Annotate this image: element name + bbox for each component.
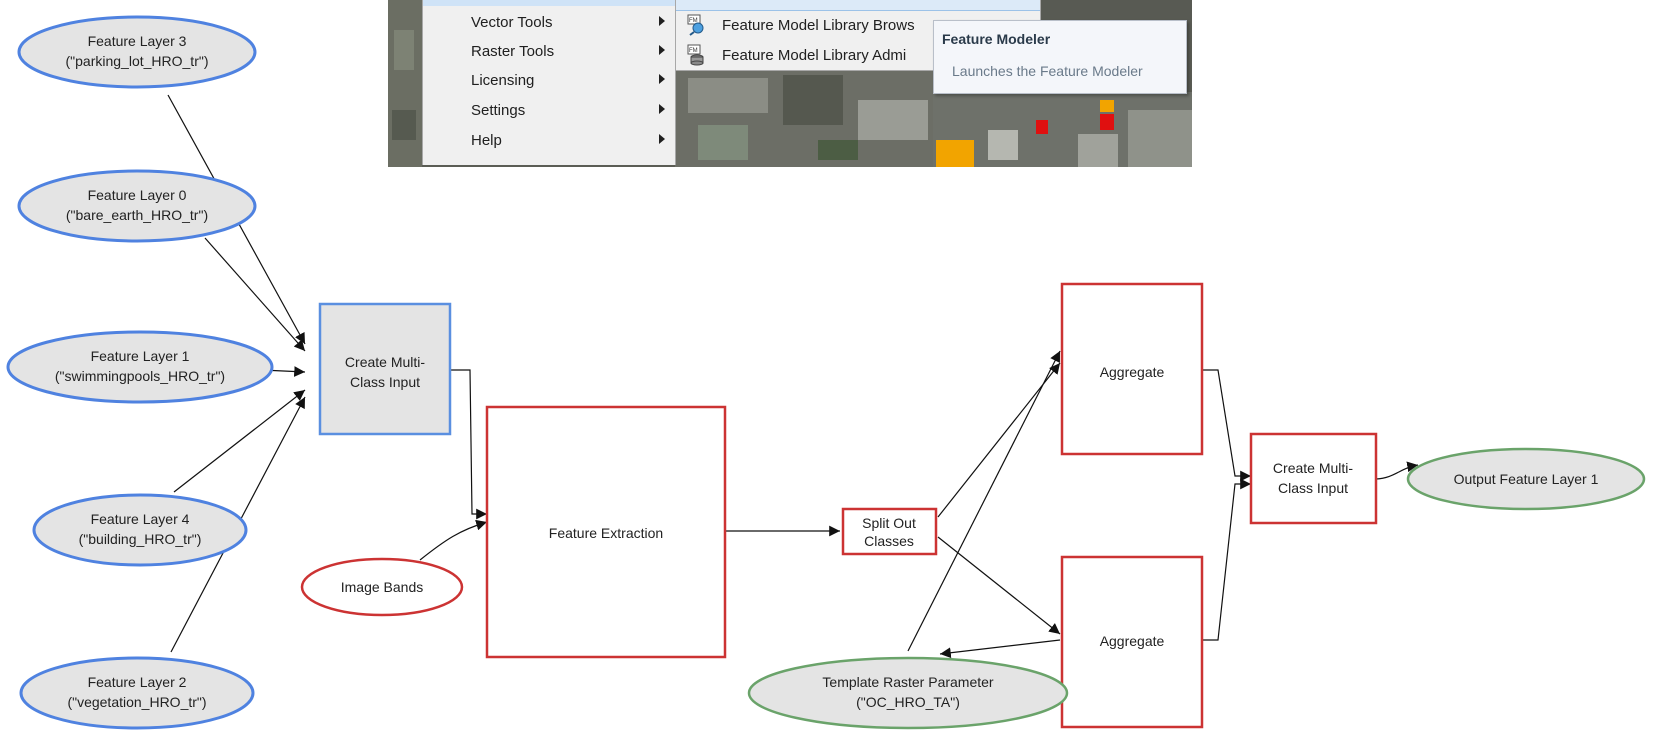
node-image-bands[interactable]: Image Bands bbox=[300, 557, 464, 617]
tooltip: Feature Modeler Launches the Feature Mod… bbox=[933, 20, 1187, 94]
node-label: Feature Layer 2 bbox=[88, 674, 187, 690]
submenu-item-label: Feature Model Library Brows bbox=[722, 17, 915, 34]
menu-item-licensing[interactable]: Licensing bbox=[423, 66, 675, 96]
node-label: Feature Extraction bbox=[549, 525, 663, 541]
node-label: Feature Layer 1 bbox=[91, 348, 190, 364]
satellite-area bbox=[1039, 0, 1192, 20]
satellite-patch bbox=[392, 110, 416, 140]
screenshot-panel: Vector Tools Raster Tools Licensing Sett… bbox=[388, 0, 1192, 167]
node-feature-layer-1[interactable]: Feature Layer 1 ("swimmingpools_HRO_tr") bbox=[6, 330, 274, 404]
tooltip-title: Feature Modeler bbox=[942, 31, 1051, 47]
node-sublabel: ("building_HRO_tr") bbox=[79, 531, 202, 547]
node-label: Feature Layer 0 bbox=[88, 187, 187, 203]
satellite-roof bbox=[858, 100, 928, 140]
node-sublabel: Class Input bbox=[350, 374, 420, 390]
satellite-roof bbox=[1078, 134, 1118, 167]
satellite-roof bbox=[783, 75, 843, 125]
edge-template-agg1 bbox=[907, 350, 1061, 652]
context-menu: Vector Tools Raster Tools Licensing Sett… bbox=[422, 0, 676, 165]
menu-item-raster-tools[interactable]: Raster Tools bbox=[423, 37, 675, 67]
satellite-roof bbox=[1128, 110, 1192, 167]
library-browse-icon: FM bbox=[687, 14, 704, 36]
menu-item-label: Settings bbox=[471, 102, 526, 119]
node-feature-layer-0[interactable]: Feature Layer 0 ("bare_earth_HRO_tr") bbox=[17, 169, 257, 243]
edge-fl0-cmci1 bbox=[204, 237, 306, 352]
node-label: Output Feature Layer 1 bbox=[1454, 471, 1599, 487]
menu-item-label: Vector Tools bbox=[471, 14, 553, 31]
satellite-roof bbox=[988, 130, 1018, 160]
submenu-arrow-icon bbox=[659, 104, 665, 114]
node-label: Image Bands bbox=[341, 579, 424, 595]
node-label: Split Out bbox=[862, 515, 916, 531]
menu-item-vector-tools[interactable]: Vector Tools bbox=[423, 8, 675, 38]
edge-fl4-cmci1 bbox=[173, 389, 306, 493]
submenu-arrow-icon bbox=[659, 74, 665, 84]
node-aggregate-1[interactable]: Aggregate bbox=[1060, 282, 1204, 456]
satellite-trees bbox=[818, 140, 858, 160]
submenu-item-library-browse[interactable]: FM Feature Model Library Brows bbox=[676, 10, 1040, 40]
edge-agg1-cmci2 bbox=[1200, 369, 1251, 482]
menu-item-label: Raster Tools bbox=[471, 43, 555, 60]
svg-text:FM: FM bbox=[689, 18, 698, 24]
submenu-highlight bbox=[676, 0, 1040, 11]
tooltip-description: Launches the Feature Modeler bbox=[952, 63, 1143, 79]
library-admin-icon: FM bbox=[687, 44, 704, 66]
highlight-orange bbox=[1100, 100, 1114, 112]
submenu-arrow-icon bbox=[659, 16, 665, 26]
submenu-item-library-admin[interactable]: FM Feature Model Library Admi bbox=[676, 40, 1040, 70]
edge-agg2-cmci2 bbox=[1200, 478, 1251, 641]
node-sublabel: Classes bbox=[864, 533, 914, 549]
node-feature-extraction[interactable]: Feature Extraction bbox=[485, 405, 727, 659]
node-label: Template Raster Parameter bbox=[822, 674, 994, 690]
node-label: Aggregate bbox=[1100, 633, 1165, 649]
node-sublabel: ("OC_HRO_TA") bbox=[856, 694, 960, 710]
node-label: Aggregate bbox=[1100, 364, 1165, 380]
node-split-out-classes[interactable]: Split Out Classes bbox=[841, 507, 938, 556]
node-template-raster-parameter[interactable]: Template Raster Parameter ("OC_HRO_TA") bbox=[747, 656, 1069, 730]
submenu-arrow-icon bbox=[659, 45, 665, 55]
node-label: Feature Layer 3 bbox=[88, 33, 187, 49]
node-label: Feature Layer 4 bbox=[91, 511, 190, 527]
node-output-feature-layer-1[interactable]: Output Feature Layer 1 bbox=[1406, 447, 1646, 511]
edge-cmci1-fe bbox=[450, 369, 487, 520]
menu-item-help[interactable]: Help bbox=[423, 126, 675, 156]
node-feature-layer-4[interactable]: Feature Layer 4 ("building_HRO_tr") bbox=[32, 493, 248, 567]
node-sublabel: ("bare_earth_HRO_tr") bbox=[66, 207, 208, 223]
submenu-arrow-icon bbox=[659, 134, 665, 144]
node-sublabel: ("parking_lot_HRO_tr") bbox=[66, 53, 209, 69]
menu-highlight bbox=[423, 0, 675, 6]
highlight-red bbox=[1100, 114, 1114, 130]
edge-split-agg1 bbox=[937, 362, 1061, 518]
highlight-red bbox=[1036, 120, 1048, 134]
highlight-orange bbox=[936, 140, 974, 167]
node-label: Create Multi- bbox=[1273, 460, 1353, 476]
satellite-patch bbox=[394, 30, 414, 70]
node-feature-layer-3[interactable]: Feature Layer 3 ("parking_lot_HRO_tr") bbox=[17, 15, 257, 89]
node-sublabel: ("vegetation_HRO_tr") bbox=[67, 694, 206, 710]
node-sublabel: ("swimmingpools_HRO_tr") bbox=[55, 368, 225, 384]
node-label: Create Multi- bbox=[345, 354, 425, 370]
menu-item-label: Help bbox=[471, 132, 502, 149]
node-sublabel: Class Input bbox=[1278, 480, 1348, 496]
satellite-roof bbox=[688, 78, 768, 113]
edge-cmci2-output bbox=[1375, 461, 1419, 480]
submenu-item-label: Feature Model Library Admi bbox=[722, 47, 907, 64]
menu-item-label: Licensing bbox=[471, 72, 535, 89]
edge-split-agg2 bbox=[937, 536, 1061, 635]
edge-template-agg2 bbox=[939, 639, 1061, 659]
node-create-multi-class-input-1[interactable]: Create Multi- Class Input bbox=[318, 302, 452, 436]
edge-imagebands-fe bbox=[419, 519, 488, 561]
svg-text:FM: FM bbox=[689, 48, 698, 54]
node-feature-layer-2[interactable]: Feature Layer 2 ("vegetation_HRO_tr") bbox=[19, 656, 255, 730]
node-create-multi-class-input-2[interactable]: Create Multi- Class Input bbox=[1249, 432, 1378, 525]
menu-item-settings[interactable]: Settings bbox=[423, 96, 675, 126]
satellite-patch bbox=[698, 125, 748, 160]
node-aggregate-2[interactable]: Aggregate bbox=[1060, 555, 1204, 729]
